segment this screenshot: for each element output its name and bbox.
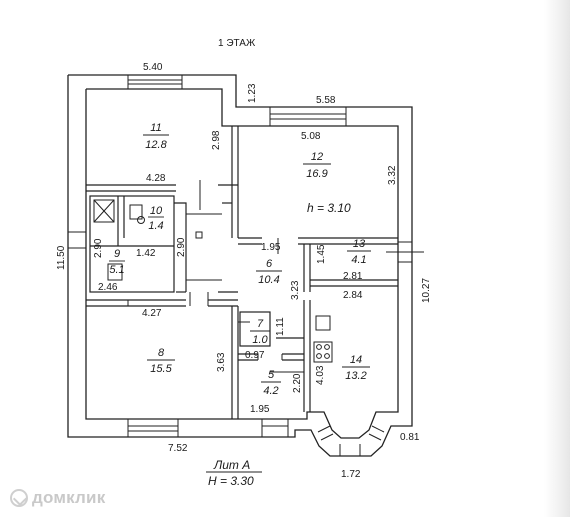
dim-3-63: 3.63 [216, 352, 227, 372]
room-8-number: 8 [158, 347, 165, 359]
room-5-area: 4.2 [263, 385, 278, 397]
watermark-text: домклик [32, 488, 106, 507]
door-marks [127, 180, 304, 373]
dim-5-40: 5.40 [143, 62, 163, 73]
dim-2-84: 2.84 [343, 290, 363, 301]
room-5-number: 5 [268, 369, 275, 381]
footer-height: H = 3.30 [208, 474, 254, 488]
dim-3-23: 3.23 [290, 280, 301, 300]
scan-edge-shadow [544, 0, 570, 517]
room-12-area: 16.9 [306, 168, 327, 180]
dim-2-98: 2.98 [211, 130, 222, 150]
domclick-watermark: домклик [10, 488, 105, 508]
plan-footer: Лит А H = 3.30 [206, 458, 262, 488]
room-13-area: 4.1 [351, 254, 366, 266]
dim-2-90-b: 2.90 [176, 237, 187, 257]
dim-11-50: 11.50 [56, 245, 67, 270]
footer-name: Лит А [213, 458, 250, 472]
room-9-number: 9 [114, 248, 120, 260]
dim-4-27: 4.27 [142, 308, 162, 319]
dim-1-11: 1.11 [275, 317, 286, 336]
room-8-area: 15.5 [150, 363, 172, 375]
dim-3-32: 3.32 [387, 165, 398, 185]
dim-1-45: 1.45 [316, 244, 327, 264]
dim-0-81: 0.81 [400, 432, 420, 443]
dim-2-46: 2.46 [98, 282, 118, 293]
room-6-number: 6 [266, 258, 273, 270]
dim-5-58: 5.58 [316, 95, 336, 106]
room-labels: 11 12.8 12 16.9 10 1.4 13 4.1 9 5.1 6 10… [109, 122, 371, 397]
room-14-area: 13.2 [345, 370, 366, 382]
dim-1-95-b: 1.95 [250, 404, 270, 415]
room-6-area: 10.4 [258, 274, 279, 286]
dim-0-97: 0.97 [245, 350, 265, 361]
plan-title: 1 ЭТАЖ [218, 38, 256, 49]
dim-5-08: 5.08 [301, 131, 321, 142]
floor-plan: 1 ЭТАЖ [56, 38, 432, 488]
room-14-number: 14 [350, 354, 362, 366]
window-marks [68, 75, 424, 456]
dim-4-28: 4.28 [146, 173, 166, 184]
dim-1-23: 1.23 [247, 83, 258, 103]
room-13-number: 13 [353, 238, 366, 250]
room-12-number: 12 [311, 151, 323, 163]
dim-1-95-a: 1.95 [261, 242, 281, 253]
room-9-area: 5.1 [109, 264, 124, 276]
room-11-area: 12.8 [145, 139, 167, 151]
dim-2-90-a: 2.90 [93, 238, 104, 258]
dim-2-81: 2.81 [343, 271, 363, 282]
dim-10-27: 10.27 [421, 278, 432, 303]
room-10-area: 1.4 [148, 220, 163, 232]
dimension-labels: 5.40 5.58 5.08 4.28 1.42 1.95 2.81 2.84 … [98, 62, 420, 480]
interior-walls [86, 126, 398, 419]
domclick-logo-icon [10, 489, 28, 507]
dim-1-72: 1.72 [341, 469, 361, 480]
room-7-number: 7 [257, 318, 264, 330]
room-10-number: 10 [150, 205, 163, 217]
plumbing-fixtures [93, 199, 333, 363]
dim-4-03: 4.03 [315, 365, 326, 385]
vertical-dimension-labels: 1.23 2.98 3.32 11.50 2.90 2.90 1.45 10.2… [56, 83, 432, 393]
dim-2-20: 2.20 [292, 373, 303, 393]
outer-walls [67, 74, 413, 457]
dim-1-42: 1.42 [136, 248, 156, 259]
ceiling-height-label: h = 3.10 [307, 201, 351, 215]
dim-7-52: 7.52 [168, 443, 188, 454]
room-11-number: 11 [150, 122, 161, 134]
room-7-area: 1.0 [252, 334, 268, 346]
